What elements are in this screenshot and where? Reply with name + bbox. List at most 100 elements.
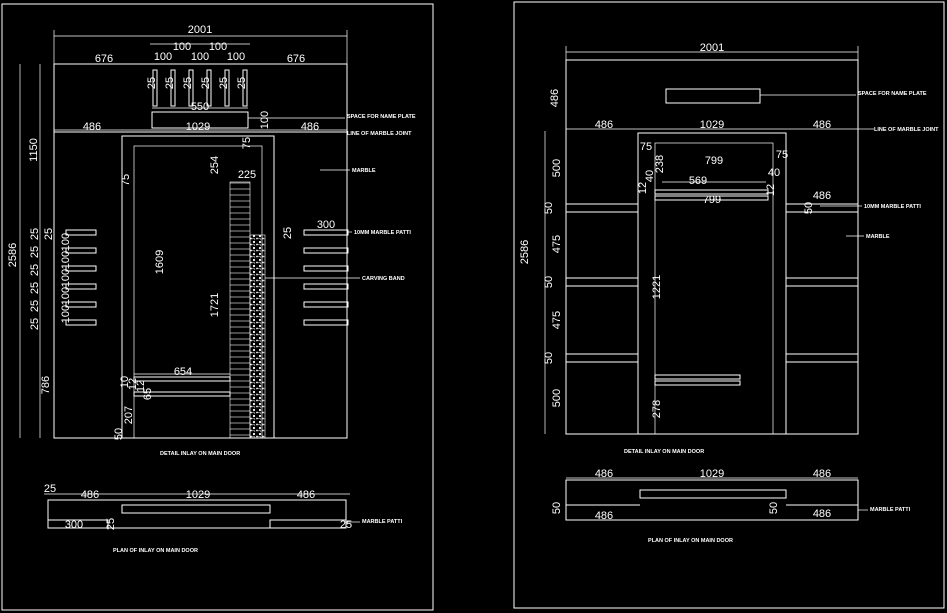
left-stack-100-2: 100 <box>60 251 72 269</box>
right-plan-dim-50-left: 50 <box>551 502 563 514</box>
left-dim-patti-length: 300 <box>317 219 335 231</box>
left-label-marble-joint: LINE OF MARBLE JOINT <box>347 131 412 137</box>
left-label-name-plate: SPACE FOR NAME PLATE <box>347 114 416 120</box>
right-dim-bottom-278: 278 <box>651 400 663 418</box>
left-dim-top-height: 1150 <box>28 138 40 162</box>
left-label-marble-patti: 10MM MARBLE PATTI <box>354 230 411 236</box>
right-dim-inner-799: 799 <box>705 155 723 167</box>
left-dim-100-b: 100 <box>173 41 191 53</box>
left-dim-frame-center: 1029 <box>186 121 210 133</box>
right-dim-overall-width: 2001 <box>700 42 724 54</box>
right-sheet-border <box>513 1 945 609</box>
right-label-marble-patti: 10MM MARBLE PATTI <box>864 204 921 210</box>
left-dim-frame-top-75: 75 <box>241 137 253 149</box>
left-stack-100-1: 100 <box>60 233 72 251</box>
left-marble-patti-left <box>65 229 97 326</box>
left-plan-dim-300: 300 <box>65 519 83 531</box>
left-plan-dim-left: 486 <box>81 489 99 501</box>
left-stack-25-6: 25 <box>29 318 41 330</box>
left-dim-side-left: 676 <box>95 53 113 65</box>
right-dim-right-486: 486 <box>813 190 831 202</box>
right-plan: 486 1029 486 50 486 50 486 MARBLE PATTI <box>551 468 911 522</box>
left-dim-frame-right: 486 <box>301 121 319 133</box>
left-dim-25-3: 25 <box>182 77 194 89</box>
right-dim-inner-75-left: 75 <box>640 141 652 153</box>
right-label-marble-joint: LINE OF MARBLE JOINT <box>874 127 939 133</box>
right-sheet: 2001 486 486 1029 486 500 50 475 <box>513 1 945 609</box>
left-dim-25-5: 25 <box>218 77 230 89</box>
left-dim-inner-height: 1609 <box>154 250 166 274</box>
left-caption-plan: PLAN OF INLAY ON MAIN DOOR <box>113 548 198 554</box>
left-dim-band-offset: 254 <box>209 156 221 174</box>
right-label-name-plate: SPACE FOR NAME PLATE <box>858 91 927 97</box>
left-dim-100-a: 100 <box>154 51 172 63</box>
right-dim-frame-right: 486 <box>813 119 831 131</box>
left-dim-overall-width: 2001 <box>188 24 212 36</box>
left-label-carving-band: CARVING BAND <box>362 276 405 282</box>
left-decor-strips <box>152 69 248 107</box>
left-dim-100-e: 100 <box>227 51 245 63</box>
left-stack-25-1: 25 <box>29 228 41 240</box>
left-stack-25-5: 25 <box>29 300 41 312</box>
left-dim-band-height: 1721 <box>209 293 221 317</box>
right-plan-dim-right: 486 <box>813 468 831 480</box>
left-dim-band-width: 225 <box>238 169 256 181</box>
left-dim-patti-gap: 25 <box>282 227 294 239</box>
right-plan-dim-50-right: 50 <box>768 502 780 514</box>
right-plan-label-marble-patti: MARBLE PATTI <box>870 507 911 513</box>
left-plan-dim-25-top: 25 <box>44 483 56 495</box>
left-dim-25-1: 25 <box>146 77 158 89</box>
right-plan-dim-486-right: 486 <box>813 508 831 520</box>
left-dim-100-c: 100 <box>191 51 209 63</box>
left-dim-bottom-207: 207 <box>123 406 135 424</box>
left-stack-100-5: 100 <box>60 305 72 323</box>
left-dim-left-offset-75: 75 <box>120 174 132 186</box>
right-caption-plan: PLAN OF INLAY ON MAIN DOOR <box>648 538 733 544</box>
left-dim-bottom-65: 65 <box>142 388 154 400</box>
left-marble-patti-right <box>303 229 349 326</box>
left-dim-bottom-50: 50 <box>113 428 125 440</box>
left-plan-dim-25-right: 25 <box>340 519 352 531</box>
left-dim-25-2: 25 <box>164 77 176 89</box>
right-dim-right-50: 50 <box>803 202 815 214</box>
right-side-bands <box>566 203 858 363</box>
right-elevation-outline <box>565 59 859 435</box>
left-dim-overall-height: 2586 <box>7 243 19 267</box>
right-top-inlay <box>654 189 769 201</box>
left-dim-25-4: 25 <box>200 77 212 89</box>
left-stack-25-3: 25 <box>29 264 41 276</box>
right-door-inner-frame <box>654 142 774 435</box>
right-dim-inner-40-left: 40 <box>644 170 656 182</box>
right-plan-dim-left: 486 <box>595 468 613 480</box>
left-dim-25-6: 25 <box>236 77 248 89</box>
left-dim-side-right: 676 <box>287 53 305 65</box>
right-stack-500-a: 500 <box>551 159 563 177</box>
right-label-marble: MARBLE <box>866 234 890 240</box>
left-dim-100-d: 100 <box>209 41 227 53</box>
left-stack-25-2: 25 <box>29 246 41 258</box>
right-stack-50-c: 50 <box>543 352 555 364</box>
left-dim-bottom-10: 10 <box>119 376 131 388</box>
right-stack-50-b: 50 <box>543 276 555 288</box>
right-dim-inner-799b: 799 <box>703 194 721 206</box>
left-dim-bottom-height: 786 <box>40 376 52 394</box>
right-stack-500-b: 500 <box>551 389 563 407</box>
right-dim-overall-height: 2586 <box>519 240 531 264</box>
left-sheet: 2001 676 676 100 100 100 100 100 25 25 2… <box>1 3 434 611</box>
left-carving-band <box>249 234 266 439</box>
left-label-marble: MARBLE <box>352 168 376 174</box>
left-dim-bottom-width: 654 <box>174 366 192 378</box>
left-name-plate <box>151 111 249 129</box>
left-caption-detail: DETAIL INLAY ON MAIN DOOR <box>160 451 240 457</box>
left-plan-dim-25-bottom: 25 <box>105 518 117 530</box>
left-stack-25-7: 25 <box>43 228 55 240</box>
left-plan-label-marble-patti: MARBLE PATTI <box>362 519 403 525</box>
left-stack-100-4: 100 <box>60 287 72 305</box>
right-dim-frame-left: 486 <box>595 119 613 131</box>
left-plan-dim-right: 486 <box>297 489 315 501</box>
left-dim-plate-drop: 100 <box>259 111 271 129</box>
left-dim-bottom-12b: 12 <box>135 380 147 392</box>
left-sheet-border <box>1 3 434 611</box>
right-dim-inner-238: 238 <box>654 155 666 173</box>
right-dim-top-height: 486 <box>549 89 561 107</box>
